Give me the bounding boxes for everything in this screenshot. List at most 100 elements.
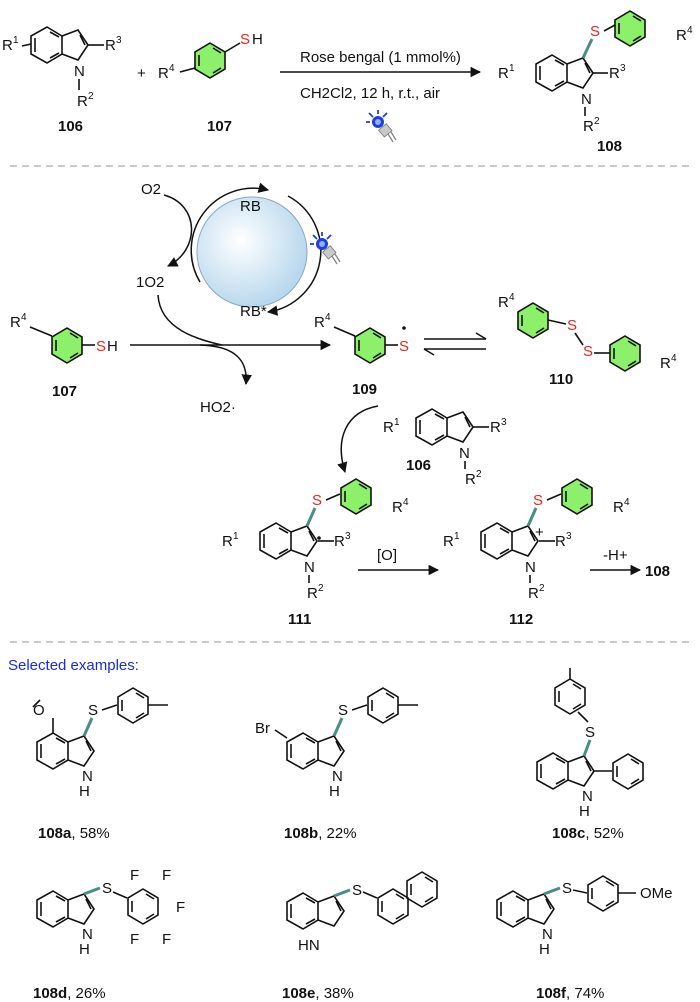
reagent-line: Rose bengal (1 mmol%) (300, 49, 461, 66)
svg-text:R: R (158, 65, 169, 82)
rb-label: RB (240, 198, 261, 215)
example-108c-structure: S N H (536, 668, 644, 820)
svg-text:R: R (10, 314, 21, 331)
oxygen-label: O2 (141, 181, 161, 198)
svg-text:S: S (533, 492, 543, 509)
svg-text:O: O (33, 702, 45, 719)
svg-text:N: N (581, 91, 592, 108)
svg-text:2: 2 (476, 469, 482, 480)
rose-bengal-cycle (196, 196, 308, 308)
svg-text:4: 4 (509, 292, 515, 303)
svg-text:S: S (585, 724, 595, 741)
example-108f-caption: 108f, 74% (536, 985, 604, 1002)
svg-text:F: F (130, 867, 139, 884)
svg-text:4: 4 (21, 312, 27, 323)
equilibrium-arrows (423, 332, 487, 356)
svg-text:3: 3 (620, 63, 626, 74)
svg-text:3: 3 (116, 35, 122, 46)
compound-109-label: 109 (352, 381, 377, 398)
svg-text:H: H (107, 338, 118, 355)
compound-107-mech-label: 107 (52, 383, 77, 400)
svg-text:3: 3 (345, 531, 351, 542)
svg-text:N: N (304, 559, 315, 576)
svg-text:4: 4 (687, 25, 693, 36)
svg-text:R: R (676, 27, 687, 44)
svg-text:4: 4 (325, 312, 331, 323)
examples-heading: Selected examples: (8, 657, 139, 674)
svg-text:4: 4 (403, 497, 409, 508)
svg-text:N: N (525, 559, 536, 576)
svg-text:F: F (162, 931, 171, 948)
svg-text:S: S (88, 702, 98, 719)
example-108a-caption: 108a, 58% (38, 825, 110, 842)
svg-text:S: S (399, 338, 409, 355)
example-108e-structure: S HN (286, 871, 438, 954)
svg-text:3: 3 (566, 531, 572, 542)
example-108b-caption: 108b, 22% (284, 825, 357, 842)
final-product-label: 108 (645, 563, 670, 580)
svg-text:HN: HN (298, 937, 320, 954)
example-108f-structure: S OMe N H (496, 875, 673, 958)
svg-text:R: R (498, 65, 509, 82)
compound-110-label: 110 (549, 371, 573, 388)
svg-text:H: H (579, 803, 590, 820)
compound-111-label: 111 (288, 611, 311, 628)
svg-text:Br: Br (255, 720, 270, 737)
svg-text:2: 2 (88, 91, 94, 102)
svg-text:R: R (383, 419, 394, 436)
svg-text:N: N (332, 768, 343, 785)
svg-text:OMe: OMe (640, 885, 673, 902)
svg-text:N: N (542, 926, 553, 943)
svg-text:3: 3 (501, 417, 507, 428)
svg-text:R: R (222, 533, 233, 550)
svg-text:1: 1 (509, 63, 515, 74)
svg-text:R: R (490, 419, 501, 436)
svg-text:R: R (498, 294, 509, 311)
oxidant-label: [O] (377, 547, 397, 564)
svg-text:S: S (352, 882, 362, 899)
rb-star-label: RB* (240, 303, 267, 320)
svg-text:R: R (314, 314, 325, 331)
svg-text:H: H (252, 31, 263, 48)
blue-light-lamp-icon (365, 109, 397, 143)
svg-text:R: R (465, 471, 476, 488)
svg-text:R: R (443, 533, 454, 550)
svg-text:R: R (555, 533, 566, 550)
svg-text:+: + (535, 524, 544, 541)
svg-text:S: S (562, 880, 572, 897)
svg-text:4: 4 (169, 63, 175, 74)
svg-text:R: R (528, 585, 539, 602)
svg-text:2: 2 (594, 116, 600, 127)
compound-108-label: 108 (597, 138, 622, 155)
svg-text:S: S (102, 880, 112, 897)
addition-arrow (337, 405, 379, 474)
svg-text:N: N (82, 768, 93, 785)
example-108a-structure: O S N H (32, 687, 168, 800)
compound-107-label: 107 (207, 118, 232, 135)
svg-text:S: S (312, 492, 322, 509)
svg-text:S: S (338, 702, 348, 719)
svg-text:R: R (77, 93, 88, 110)
compound-112-label: 112 (509, 611, 533, 628)
svg-text:1: 1 (13, 35, 19, 46)
cycle-lamp-icon (309, 231, 341, 265)
svg-text:H: H (79, 941, 90, 958)
svg-text:R: R (307, 585, 318, 602)
svg-text:F: F (176, 899, 185, 916)
svg-text:N: N (74, 63, 85, 80)
svg-text:H: H (539, 941, 550, 958)
svg-text:R: R (2, 37, 13, 54)
svg-text:R: R (613, 499, 624, 516)
svg-text:R: R (660, 355, 671, 372)
deprotonation-label: -H+ (603, 547, 628, 564)
